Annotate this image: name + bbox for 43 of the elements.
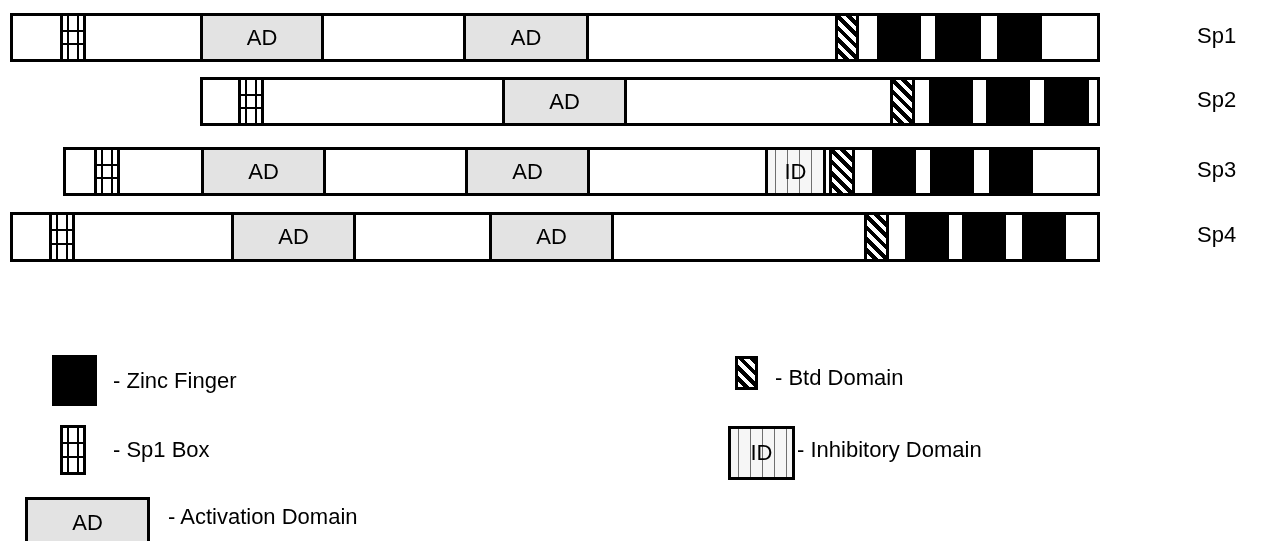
activation-domain: AD [502, 77, 627, 126]
activation-domain: AD [231, 212, 356, 262]
legend-text: - Btd Domain [775, 367, 904, 389]
zinc-finger [935, 13, 981, 62]
sp1-box-domain [238, 77, 264, 126]
zinc-finger [989, 147, 1033, 196]
sp1-box-domain [49, 212, 75, 262]
inhibitory-domain: ID [765, 147, 826, 196]
zinc-finger [962, 212, 1006, 262]
btd-domain [864, 212, 889, 262]
protein-bar [10, 13, 1100, 62]
legend-text: - Activation Domain [168, 506, 358, 528]
legend-text: - Inhibitory Domain [797, 439, 982, 461]
zinc-finger [1022, 212, 1066, 262]
legend-text: - Sp1 Box [113, 439, 210, 461]
zinc-finger [1044, 77, 1089, 126]
zinc-finger [986, 77, 1030, 126]
zinc-finger [872, 147, 916, 196]
legend-swatch: ID [728, 426, 795, 480]
protein-bar [10, 212, 1100, 262]
protein-label: Sp1 [1197, 25, 1237, 47]
zinc-finger [877, 13, 921, 62]
sp1-box-domain [60, 13, 86, 62]
legend-swatch: AD [25, 497, 150, 541]
activation-domain: AD [463, 13, 589, 62]
zinc-finger [930, 147, 974, 196]
activation-domain: AD [465, 147, 590, 196]
activation-domain: AD [200, 13, 324, 62]
zinc-finger [905, 212, 949, 262]
btd-domain [829, 147, 855, 196]
legend-text: - Zinc Finger [113, 370, 237, 392]
btd-domain [835, 13, 859, 62]
protein-label: Sp4 [1197, 224, 1237, 246]
activation-domain: AD [201, 147, 326, 196]
zinc-finger [929, 77, 973, 126]
protein-bar [63, 147, 1100, 196]
protein-bar [200, 77, 1100, 126]
zinc-finger [997, 13, 1042, 62]
protein-label: Sp3 [1197, 159, 1237, 181]
btd-domain [890, 77, 915, 126]
protein-label: Sp2 [1197, 89, 1237, 111]
sp1-box-domain [94, 147, 120, 196]
activation-domain: AD [489, 212, 614, 262]
